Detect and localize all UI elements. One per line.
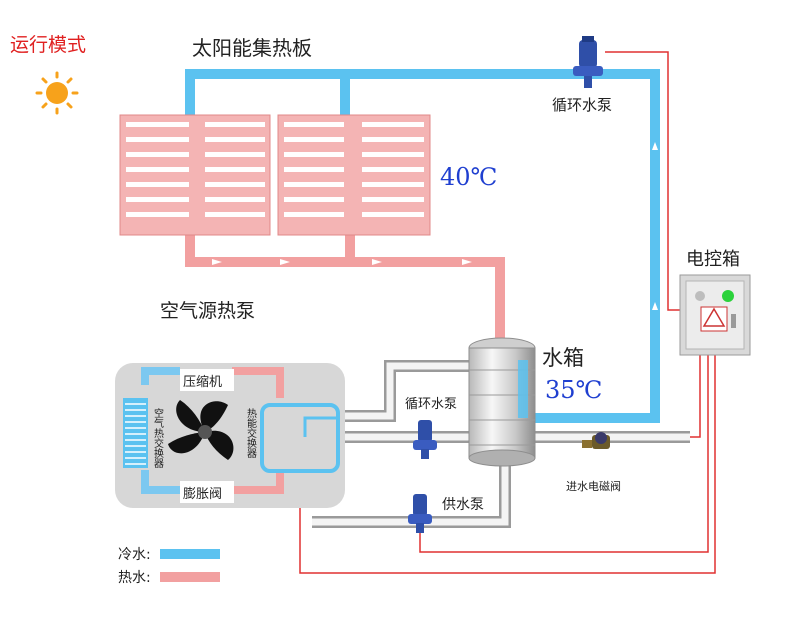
solar-panel-left [119,114,271,236]
inlet-valve-label: 进水电磁阀 [566,479,621,493]
exchanger-pipe [303,416,338,437]
control-box-label: 电控箱 [686,249,740,270]
solar-panel-right [277,114,431,236]
mode-title: 运行模式 [10,34,86,56]
water-tank-label: 水箱 [542,346,584,370]
fan-icon [168,396,241,468]
solar-panel-label: 太阳能集热板 [192,36,312,60]
supply-pump-label: 供水泵 [442,497,484,513]
legend-cold-swatch [160,549,220,559]
inlet-valve-icon [582,432,610,449]
circulation-pump-mid-label: 循环水泵 [405,397,457,412]
supply-pump-icon [408,494,432,533]
expansion-valve-label: 膨胀阀 [183,487,222,502]
legend-cold-label: 冷水: [118,547,151,563]
circulation-pump-top-label: 循环水泵 [552,96,612,114]
circulation-pump-mid-icon [413,420,437,459]
water-tank-icon [468,337,536,467]
evaporator-label: 空气热交换器 [152,407,164,469]
exchanger-label: 热能交换器 [245,407,257,459]
solar-temp: 40℃ [440,163,497,191]
circulation-pump-top-icon [573,36,603,88]
air-source-label: 空气源热泵 [160,300,255,322]
flow-arrows [212,142,658,310]
cold-water-pipe [185,69,660,423]
control-box-icon [679,274,751,356]
legend-hot-swatch [160,572,220,582]
compressor-label: 压缩机 [183,374,222,390]
sun-icon [35,71,79,115]
tank-temp: 35℃ [545,376,602,404]
legend-hot-label: 热水: [118,570,151,586]
